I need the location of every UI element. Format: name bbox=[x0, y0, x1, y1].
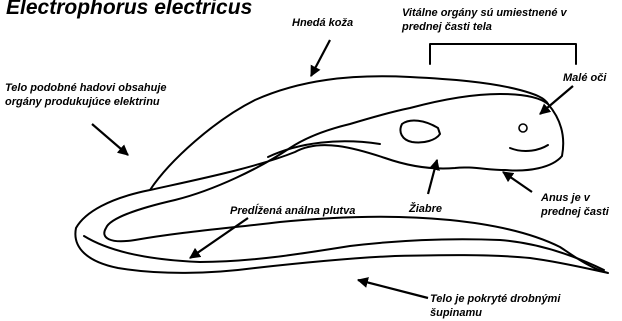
label-vital-organs-line1: Vitálne orgány sú umiestnené v bbox=[402, 7, 568, 19]
label-eyes: Malé oči bbox=[563, 72, 607, 84]
arrow-skin bbox=[311, 40, 330, 76]
label-anal-fin: Predĺžená análna plutva bbox=[230, 203, 355, 217]
eye bbox=[519, 124, 527, 132]
label-gills: Žiabre bbox=[408, 202, 442, 215]
arrow-gills bbox=[428, 160, 437, 194]
label-anus-line1: Anus je v bbox=[540, 192, 591, 204]
label-anus-line2: prednej časti bbox=[540, 206, 610, 218]
arrow-body-organs bbox=[92, 124, 128, 155]
mouth bbox=[510, 145, 548, 151]
vital-organs-bracket bbox=[430, 44, 576, 64]
label-scales-line2: šupinamu bbox=[430, 307, 482, 319]
arrow-anus bbox=[503, 172, 532, 192]
label-vital-organs-line2: prednej časti tela bbox=[401, 21, 492, 33]
diagram-title: Electrophorus electricus bbox=[6, 0, 252, 19]
arrow-anal-fin bbox=[190, 218, 248, 258]
label-body-organs-line1: Telo podobné hadovi obsahuje bbox=[5, 82, 167, 94]
label-scales-line1: Telo je pokryté drobnými bbox=[430, 293, 561, 305]
anal-fin-outline bbox=[84, 236, 604, 270]
inner-body-line bbox=[268, 141, 380, 157]
arrow-scales bbox=[358, 280, 428, 298]
label-skin: Hnedá koža bbox=[292, 17, 353, 29]
label-body-organs-line2: orgány produkujúce elektrinu bbox=[5, 96, 160, 108]
pectoral-fin bbox=[400, 121, 440, 143]
